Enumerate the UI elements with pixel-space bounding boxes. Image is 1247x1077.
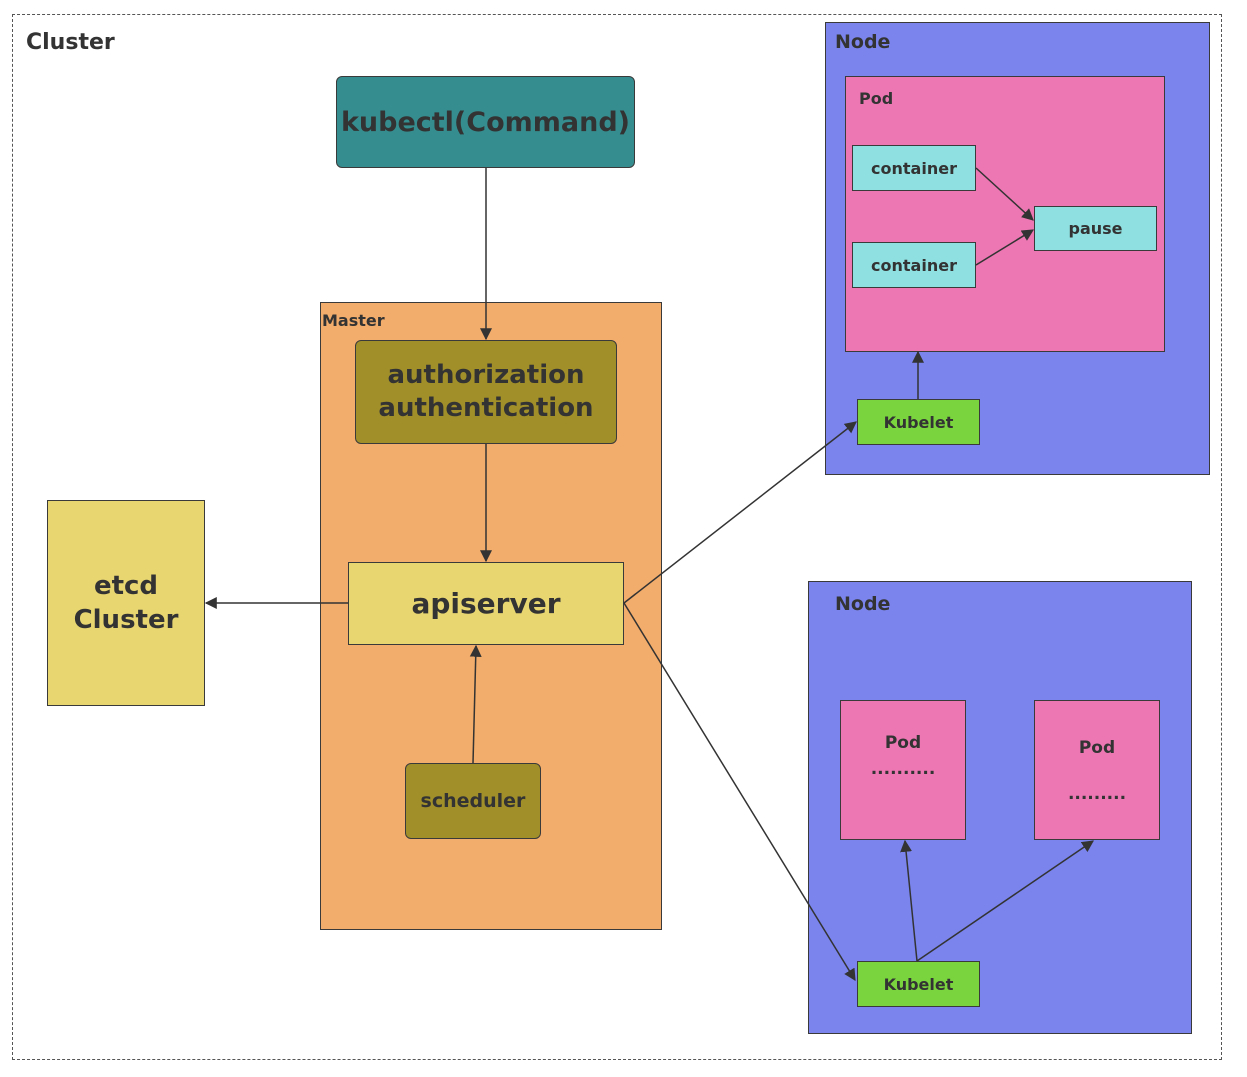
auth-line2: authentication <box>378 393 594 423</box>
node2-pod2-dots: ......... <box>1067 784 1127 804</box>
etcd-box[interactable]: etcd Cluster <box>47 500 205 706</box>
pause-label: pause <box>1068 219 1123 238</box>
kubectl-label: kubectl(Command) <box>340 106 631 138</box>
auth-line1: authorization <box>387 360 585 390</box>
node2-title: Node <box>835 593 891 615</box>
container-box-2[interactable]: container <box>852 242 976 288</box>
kubelet-box-1[interactable]: Kubelet <box>857 399 980 445</box>
scheduler-label: scheduler <box>420 790 526 812</box>
kubectl-box[interactable]: kubectl(Command) <box>336 76 635 168</box>
node2-pod1-dots: .......... <box>870 759 936 779</box>
container-box-1[interactable]: container <box>852 145 976 191</box>
cluster-boundary <box>12 14 1222 1060</box>
kubelet-label-1: Kubelet <box>883 412 954 432</box>
node1-pod-title: Pod <box>859 89 894 108</box>
node2-pod-2[interactable]: Pod ......... <box>1034 700 1160 840</box>
kubelet-box-2[interactable]: Kubelet <box>857 961 980 1007</box>
container-label-2: container <box>871 255 957 275</box>
etcd-line1: etcd <box>93 571 159 601</box>
scheduler-box[interactable]: scheduler <box>405 763 541 839</box>
apiserver-label: apiserver <box>411 587 561 620</box>
kubelet-label-2: Kubelet <box>883 974 954 994</box>
etcd-line2: Cluster <box>73 605 179 635</box>
pause-box[interactable]: pause <box>1034 206 1157 251</box>
apiserver-box[interactable]: apiserver <box>348 562 624 645</box>
node2-pod-1[interactable]: Pod .......... <box>840 700 966 840</box>
node2-pod1-title: Pod <box>884 733 922 753</box>
node1-title: Node <box>835 31 891 53</box>
node2-pod2-title: Pod <box>1078 738 1116 758</box>
auth-box[interactable]: authorization authentication <box>355 340 617 444</box>
cluster-title: Cluster <box>26 30 115 55</box>
container-label-1: container <box>871 158 957 178</box>
master-title: Master <box>322 311 385 330</box>
